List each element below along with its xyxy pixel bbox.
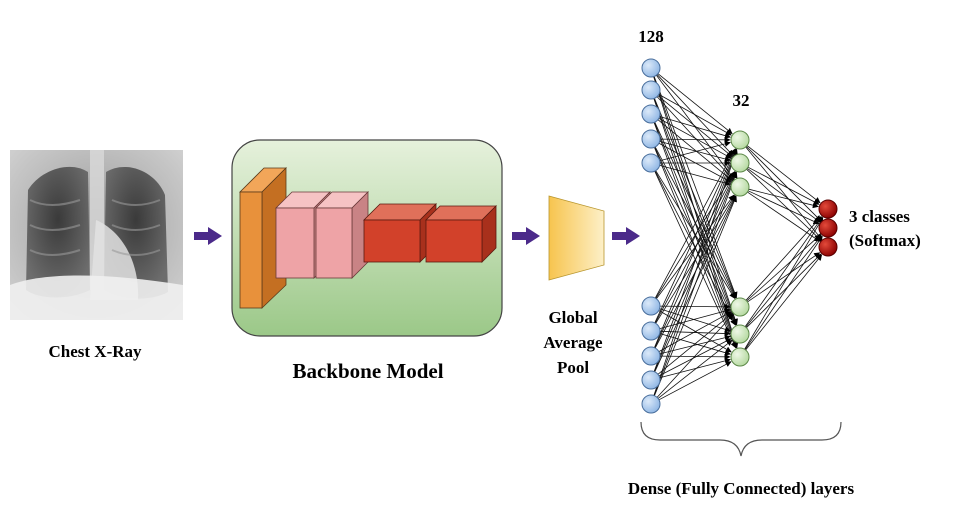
connection-edge bbox=[658, 117, 732, 159]
connection-edge bbox=[659, 357, 731, 379]
connection-edge bbox=[658, 361, 732, 401]
conv-block-pink bbox=[315, 191, 369, 279]
neuron-layer1 bbox=[641, 394, 661, 414]
connection-edge bbox=[653, 171, 738, 396]
connection-edge bbox=[653, 149, 738, 396]
connection-edge bbox=[747, 252, 821, 303]
connection-edge bbox=[748, 188, 819, 209]
connection-edge bbox=[654, 148, 737, 348]
connection-edge bbox=[653, 76, 738, 325]
connection-edge bbox=[658, 94, 732, 136]
conv-block-orange bbox=[239, 167, 287, 309]
neuron-layer2 bbox=[730, 347, 750, 367]
neuron-layer2 bbox=[730, 177, 750, 197]
neuron-layer2 bbox=[730, 153, 750, 173]
connection-edge bbox=[656, 313, 734, 398]
connection-edge bbox=[744, 216, 823, 327]
connection-edge bbox=[654, 148, 736, 299]
connection-edge bbox=[745, 254, 823, 351]
connection-edge bbox=[747, 168, 821, 223]
dense-caption: Dense (Fully Connected) layers bbox=[628, 479, 855, 498]
connection-edge bbox=[746, 145, 821, 204]
connection-edge bbox=[657, 119, 733, 181]
connection-edge bbox=[654, 148, 737, 324]
conv-block-red bbox=[425, 205, 497, 263]
pool-label-line1: Global bbox=[548, 308, 597, 327]
layer1-count-label: 128 bbox=[638, 27, 664, 46]
connection-edge bbox=[653, 98, 738, 326]
connection-edge bbox=[657, 73, 733, 135]
connection-edge bbox=[747, 191, 821, 242]
pool-label-line3: Pool bbox=[557, 358, 589, 377]
connection-edge bbox=[659, 334, 731, 355]
layer2-count-label: 32 bbox=[733, 91, 750, 110]
connection-edge bbox=[658, 338, 732, 377]
neuron-layer1 bbox=[641, 321, 661, 341]
neuron-layer1 bbox=[641, 153, 661, 173]
connection-edge bbox=[746, 253, 822, 328]
connection-edge bbox=[654, 146, 736, 299]
dense-neurons bbox=[641, 58, 838, 414]
connection-edge bbox=[745, 216, 822, 301]
arrow-icon bbox=[612, 227, 640, 245]
connection-edge bbox=[654, 122, 737, 299]
connection-edge bbox=[744, 235, 823, 350]
neuron-layer1 bbox=[641, 104, 661, 124]
chest-xray-image bbox=[10, 150, 183, 320]
neuron-layer2 bbox=[730, 130, 750, 150]
pool-label-line2: Average bbox=[543, 333, 603, 352]
brace-icon bbox=[640, 421, 842, 457]
neuron-output bbox=[818, 218, 838, 238]
neuron-output bbox=[818, 199, 838, 219]
arrow-icon bbox=[512, 227, 540, 245]
neuron-layer2 bbox=[730, 324, 750, 344]
connection-edge bbox=[744, 217, 824, 350]
neuron-layer1 bbox=[641, 370, 661, 390]
connection-edge bbox=[747, 190, 820, 225]
connection-edge bbox=[653, 148, 738, 372]
output-label-line2: (Softmax) bbox=[849, 231, 921, 250]
connection-edge bbox=[655, 171, 736, 299]
conv-block-red bbox=[363, 203, 437, 263]
neuron-layer1 bbox=[641, 58, 661, 78]
global-average-pool-block bbox=[548, 195, 605, 281]
connection-edge bbox=[659, 140, 731, 162]
backbone-model-box bbox=[231, 139, 503, 337]
connection-edge bbox=[653, 76, 738, 299]
connection-edge bbox=[654, 98, 737, 299]
connection-edge bbox=[746, 168, 822, 241]
backbone-label: Backbone Model bbox=[292, 359, 443, 383]
output-label-line1: 3 classes bbox=[849, 207, 910, 226]
neuron-layer1 bbox=[641, 129, 661, 149]
neuron-layer1 bbox=[641, 346, 661, 366]
neuron-layer1 bbox=[641, 296, 661, 316]
input-label: Chest X-Ray bbox=[48, 342, 142, 361]
connection-edge bbox=[659, 136, 731, 143]
connection-edge bbox=[657, 313, 733, 375]
connection-edge bbox=[747, 166, 820, 205]
connection-edge bbox=[654, 171, 736, 324]
dense-connections bbox=[653, 73, 824, 401]
neuron-layer2 bbox=[730, 297, 750, 317]
connection-edge bbox=[657, 95, 733, 157]
connection-edge bbox=[659, 164, 731, 186]
connection-edge bbox=[745, 146, 822, 240]
connection-edge bbox=[654, 195, 737, 396]
arrow-icon bbox=[194, 227, 222, 245]
neuron-output bbox=[818, 237, 838, 257]
connection-edge bbox=[659, 330, 731, 337]
neuron-layer1 bbox=[641, 80, 661, 100]
connection-edge bbox=[746, 234, 821, 302]
connection-edge bbox=[657, 339, 733, 399]
connection-edge bbox=[659, 140, 731, 162]
connection-edge bbox=[659, 116, 731, 139]
connection-edge bbox=[745, 235, 822, 328]
connection-edge bbox=[746, 146, 822, 222]
